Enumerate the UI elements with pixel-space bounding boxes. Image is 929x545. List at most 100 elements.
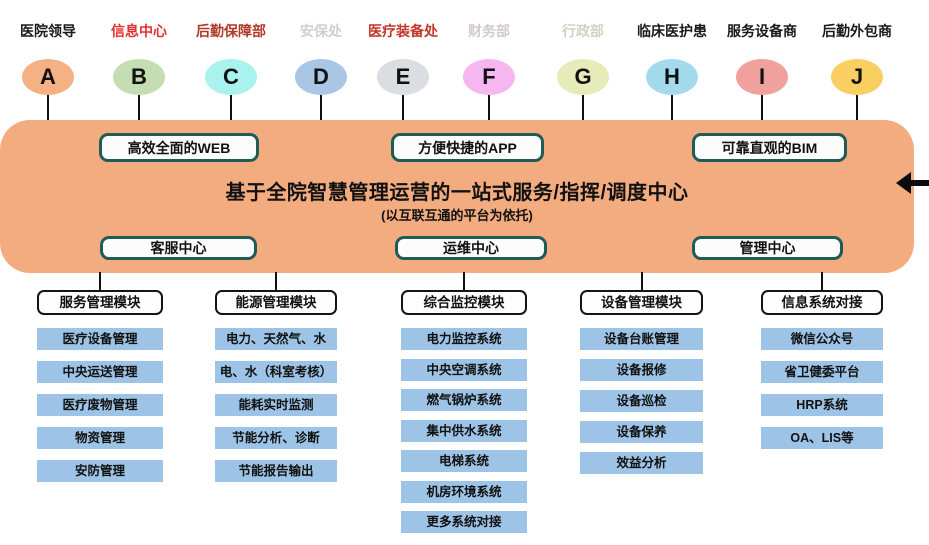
stakeholder-group: 服务设备商 I — [707, 22, 817, 120]
connector-line — [761, 95, 763, 120]
stakeholder-label: 财务部 — [468, 23, 510, 39]
module-item: OA、LIS等 — [761, 427, 883, 449]
bim-box: 可靠直观的BIM — [692, 133, 847, 162]
module-item: 机房环境系统 — [401, 480, 527, 503]
module-item: 电梯系统 — [401, 450, 527, 472]
platform-title: 基于全院智慧管理运营的一站式服务/指挥/调度中心 — [225, 182, 689, 204]
stakeholder-letter: I — [758, 64, 766, 89]
module-item: 设备报修 — [580, 359, 703, 381]
module-item: 医疗设备管理 — [37, 328, 163, 350]
stakeholder-letter: F — [482, 64, 496, 89]
stakeholder-group: 安保处 D — [266, 22, 376, 120]
stakeholder-letter: H — [664, 64, 680, 89]
module-item: 节能报告输出 — [215, 460, 337, 482]
connector-line — [488, 95, 490, 120]
stakeholder-group: 医疗装备处 E — [348, 22, 458, 120]
stakeholder-group: 行政部 G — [528, 22, 638, 120]
connector-line — [856, 95, 858, 120]
module-item: 能耗实时监测 — [215, 394, 337, 416]
module-header: 综合监控模块 — [401, 290, 527, 315]
stakeholder-group: 财务部 F — [434, 22, 544, 120]
module-item: 更多系统对接 — [401, 511, 527, 533]
module-item: 电、水（科室考核） — [215, 361, 337, 383]
connector-line — [582, 95, 584, 120]
web-box: 高效全面的WEB — [99, 133, 259, 162]
module-column-service: 服务管理模块 医疗设备管理 中央运送管理 医疗废物管理 物资管理 安防管理 — [37, 272, 163, 482]
stakeholder-label: 后勤保障部 — [196, 23, 266, 39]
module-column-monitoring: 综合监控模块 电力监控系统 中央空调系统 燃气锅炉系统 集中供水系统 电梯系统 … — [401, 272, 527, 533]
stakeholder-letter: A — [40, 64, 56, 89]
stakeholder-ellipse: A — [22, 59, 74, 95]
module-item: 物资管理 — [37, 427, 163, 449]
stakeholder-ellipse: I — [736, 59, 788, 95]
module-item: 医疗废物管理 — [37, 394, 163, 416]
module-header: 服务管理模块 — [37, 290, 163, 315]
stakeholder-letter: D — [313, 64, 329, 89]
module-item: 微信公众号 — [761, 328, 883, 350]
connector-line — [821, 272, 823, 290]
connector-line — [640, 272, 643, 290]
stakeholder-letter: J — [850, 64, 864, 89]
stakeholder-label: 医院领导 — [20, 23, 76, 39]
stakeholder-ellipse: F — [463, 59, 515, 95]
module-item: HRP系统 — [761, 394, 883, 416]
module-header: 设备管理模块 — [580, 290, 703, 315]
stakeholder-letter: G — [574, 64, 592, 89]
stakeholder-group: 后勤保障部 C — [176, 22, 286, 120]
stakeholder-label: 医疗装备处 — [368, 23, 438, 39]
module-item: 省卫健委平台 — [761, 361, 883, 383]
platform-panel: 高效全面的WEB 方便快捷的APP 可靠直观的BIM 基于全院智慧管理运营的一站… — [0, 120, 914, 273]
connector-line — [402, 95, 404, 120]
module-column-energy: 能源管理模块 电力、天然气、水 电、水（科室考核） 能耗实时监测 节能分析、诊断… — [215, 272, 337, 482]
stakeholder-ellipse: D — [295, 59, 347, 95]
stakeholder-label: 后勤外包商 — [822, 23, 892, 39]
stakeholder-group: 医院领导 A — [0, 22, 103, 120]
connector-line — [47, 95, 49, 120]
module-item: 设备巡检 — [580, 390, 703, 412]
module-item: 电力、天然气、水 — [215, 328, 337, 350]
left-arrow-icon — [896, 172, 911, 194]
connector-line — [99, 272, 101, 290]
stakeholder-ellipse: B — [113, 59, 165, 95]
module-header: 信息系统对接 — [761, 290, 883, 315]
connector-line — [671, 95, 673, 120]
module-item: 燃气锅炉系统 — [401, 389, 527, 411]
module-item: 设备台账管理 — [580, 328, 703, 350]
module-item: 节能分析、诊断 — [215, 427, 337, 449]
module-item: 效益分析 — [580, 452, 703, 474]
stakeholder-group: 信息中心 B — [84, 22, 194, 120]
connector-line — [230, 95, 232, 120]
stakeholder-letter: B — [131, 64, 147, 89]
stakeholder-label: 服务设备商 — [727, 23, 797, 39]
customer-service-center-box: 客服中心 — [100, 236, 257, 260]
stakeholder-ellipse: H — [646, 59, 698, 95]
stakeholder-label: 临床医护患 — [637, 23, 707, 39]
stakeholder-letter: E — [395, 64, 411, 89]
connector-line — [463, 272, 465, 290]
stakeholder-ellipse: E — [377, 59, 429, 95]
connector-line — [320, 95, 322, 120]
module-item: 电力监控系统 — [401, 328, 527, 350]
module-item: 安防管理 — [37, 460, 163, 482]
stakeholder-label: 行政部 — [562, 23, 604, 39]
left-arrow-icon — [909, 180, 929, 186]
management-center-box: 管理中心 — [692, 236, 843, 260]
module-header: 能源管理模块 — [215, 290, 337, 315]
stakeholder-group: 临床医护患 H — [617, 22, 727, 120]
stakeholder-ellipse: G — [557, 59, 609, 95]
module-item: 中央运送管理 — [37, 361, 163, 383]
stakeholder-letter: C — [223, 64, 239, 89]
stakeholder-label: 信息中心 — [111, 23, 167, 39]
module-item: 集中供水系统 — [401, 419, 527, 442]
stakeholder-ellipse: J — [831, 59, 883, 95]
module-item: 中央空调系统 — [401, 358, 527, 381]
platform-subtitle: (以互联互通的平台为依托) — [381, 208, 533, 223]
stakeholder-group: 后勤外包商 J — [802, 22, 912, 120]
app-box: 方便快捷的APP — [391, 133, 544, 162]
stakeholder-ellipse: C — [205, 59, 257, 95]
module-item: 设备保养 — [580, 421, 703, 443]
connector-line — [275, 272, 277, 290]
connector-line — [138, 95, 140, 120]
operations-center-box: 运维中心 — [395, 236, 547, 260]
